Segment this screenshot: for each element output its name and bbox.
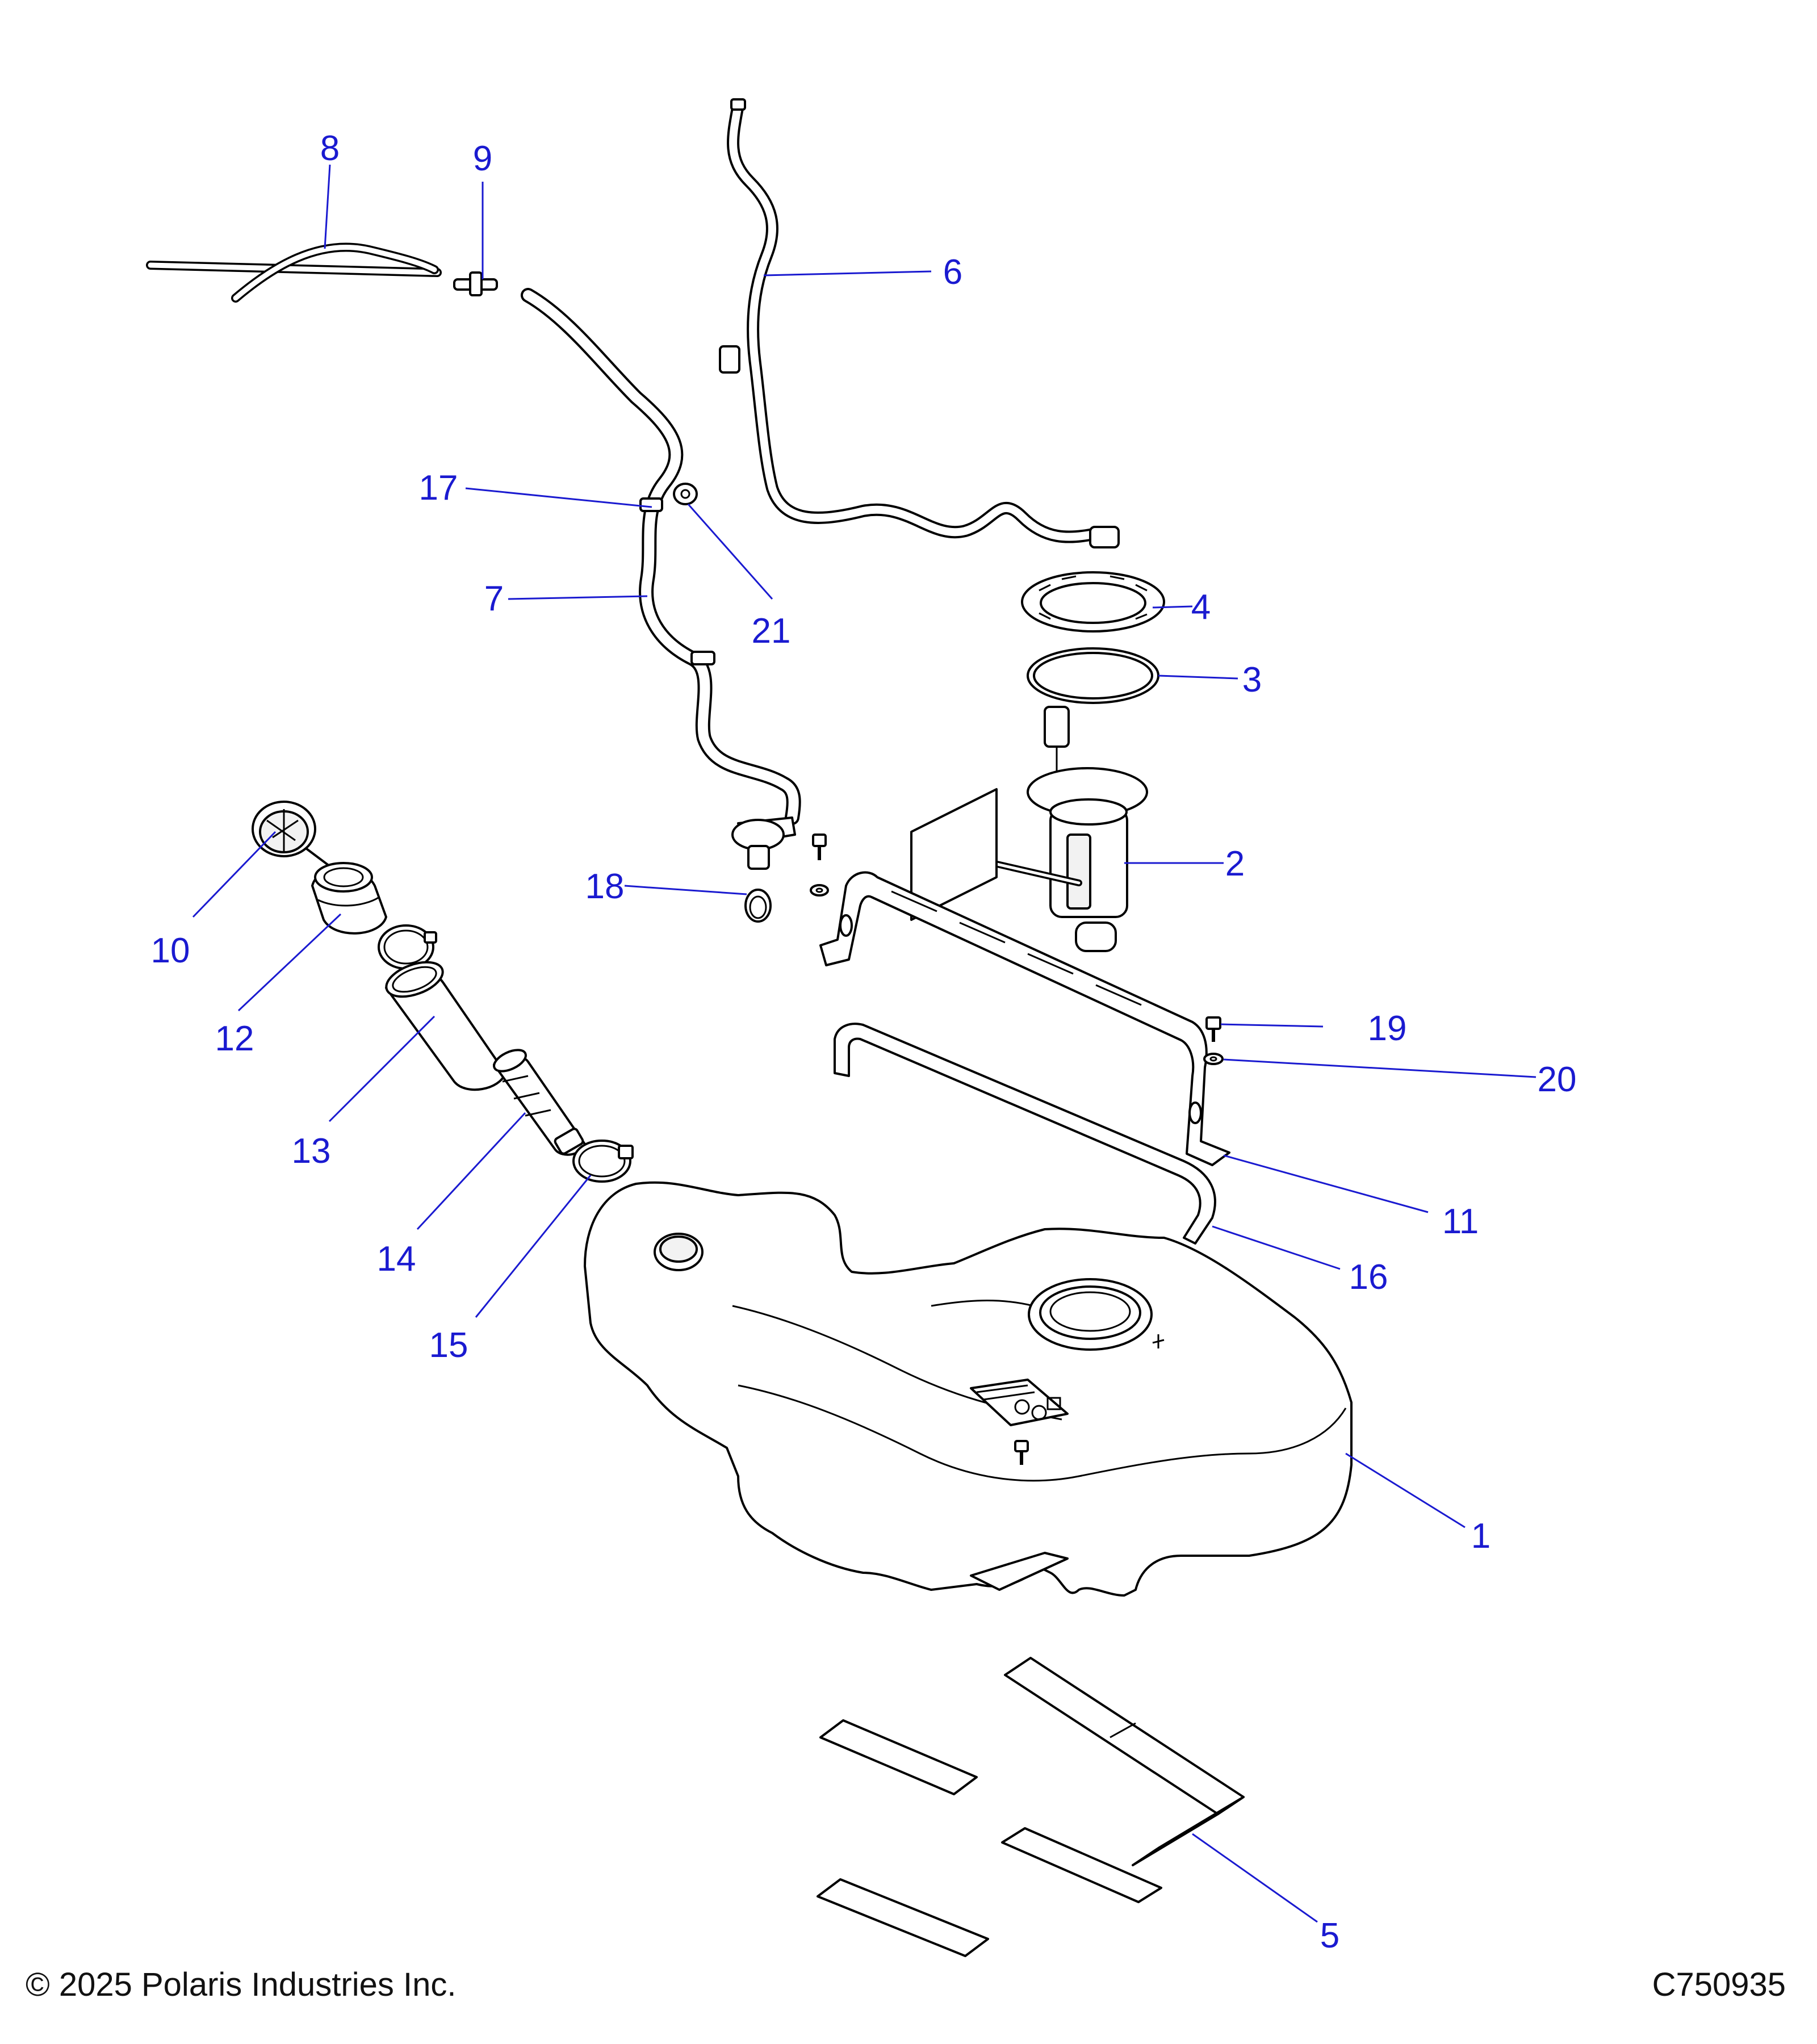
- leader-3: [1158, 675, 1238, 680]
- callout-5: 5: [1320, 1916, 1339, 1955]
- callout-15: 15: [429, 1326, 468, 1365]
- leader-lines: [192, 164, 1537, 1923]
- leader-16: [1212, 1225, 1341, 1270]
- leader-15: [475, 1175, 592, 1318]
- callout-4: 4: [1191, 588, 1211, 627]
- part-2-fuel-pump: [910, 706, 1148, 952]
- callout-18: 18: [585, 867, 625, 906]
- part-6-fuel-line: [719, 98, 1120, 548]
- callout-11: 11: [1442, 1202, 1479, 1241]
- leader-4: [1152, 605, 1193, 609]
- part-20-washer: [1203, 1053, 1224, 1065]
- hose-clamp-upper: [378, 924, 437, 970]
- part-8-breather-line: [146, 242, 442, 303]
- part-14-filler-pipe: [493, 1049, 586, 1156]
- part-16-lower-strap: [834, 1023, 1216, 1245]
- part-13-filler-hose: [385, 961, 506, 1091]
- copyright-notice: © 2025 Polaris Industries Inc.: [26, 1966, 457, 2003]
- leader-17: [465, 487, 652, 508]
- leader-7: [508, 595, 648, 600]
- leader-21: [687, 504, 773, 600]
- callout-10: 10: [151, 931, 190, 970]
- callout-8: 8: [320, 129, 340, 168]
- leader-20: [1223, 1058, 1537, 1078]
- part-4-lock-ring: [1021, 571, 1165, 633]
- callout-3: 3: [1242, 660, 1262, 700]
- part-15-clamp: [572, 1140, 634, 1183]
- part-1-fuel-tank: [584, 1181, 1353, 1597]
- leader-8: [324, 164, 331, 249]
- callout-13: 13: [292, 1132, 331, 1171]
- part-11-upper-strap: [819, 871, 1230, 1166]
- callout-6: 6: [943, 253, 962, 292]
- callout-labels: 1 2 3 4 5 6 7 8 9 10 11 12 13 14 15 16 1…: [151, 129, 1577, 1955]
- part-19-bolt: [1205, 1016, 1221, 1042]
- leader-10: [192, 831, 277, 918]
- drawing-number: C750935: [1652, 1966, 1786, 2003]
- part-3-gasket: [1027, 647, 1159, 704]
- callout-19: 19: [1368, 1009, 1407, 1048]
- callout-14: 14: [377, 1239, 416, 1279]
- leader-19: [1220, 1023, 1324, 1028]
- part-10-fuel-cap: [252, 801, 342, 876]
- callout-12: 12: [215, 1019, 254, 1058]
- part-5-pads: [817, 1657, 1245, 1957]
- callout-9: 9: [473, 139, 492, 178]
- part-18-clamp: [744, 889, 772, 923]
- callout-1: 1: [1471, 1517, 1491, 1556]
- callout-17: 17: [419, 468, 458, 508]
- part-9-tee-fitting: [453, 271, 498, 296]
- callout-16: 16: [1349, 1258, 1388, 1297]
- leader-5: [1192, 1833, 1318, 1923]
- callout-20: 20: [1538, 1060, 1577, 1099]
- leader-13: [328, 1015, 436, 1122]
- part-12-filler-neck-adapter: [311, 862, 387, 935]
- leader-11: [1223, 1154, 1429, 1213]
- leader-18: [624, 885, 747, 895]
- bolt-upper-left: [810, 833, 829, 897]
- leader-14: [416, 1112, 526, 1230]
- part-21-hose-clip: [673, 483, 698, 505]
- callout-7: 7: [484, 579, 504, 618]
- leader-1: [1345, 1452, 1466, 1528]
- leader-6: [763, 270, 932, 277]
- leader-12: [237, 913, 342, 1012]
- callout-2: 2: [1225, 844, 1245, 883]
- callout-21: 21: [752, 611, 791, 651]
